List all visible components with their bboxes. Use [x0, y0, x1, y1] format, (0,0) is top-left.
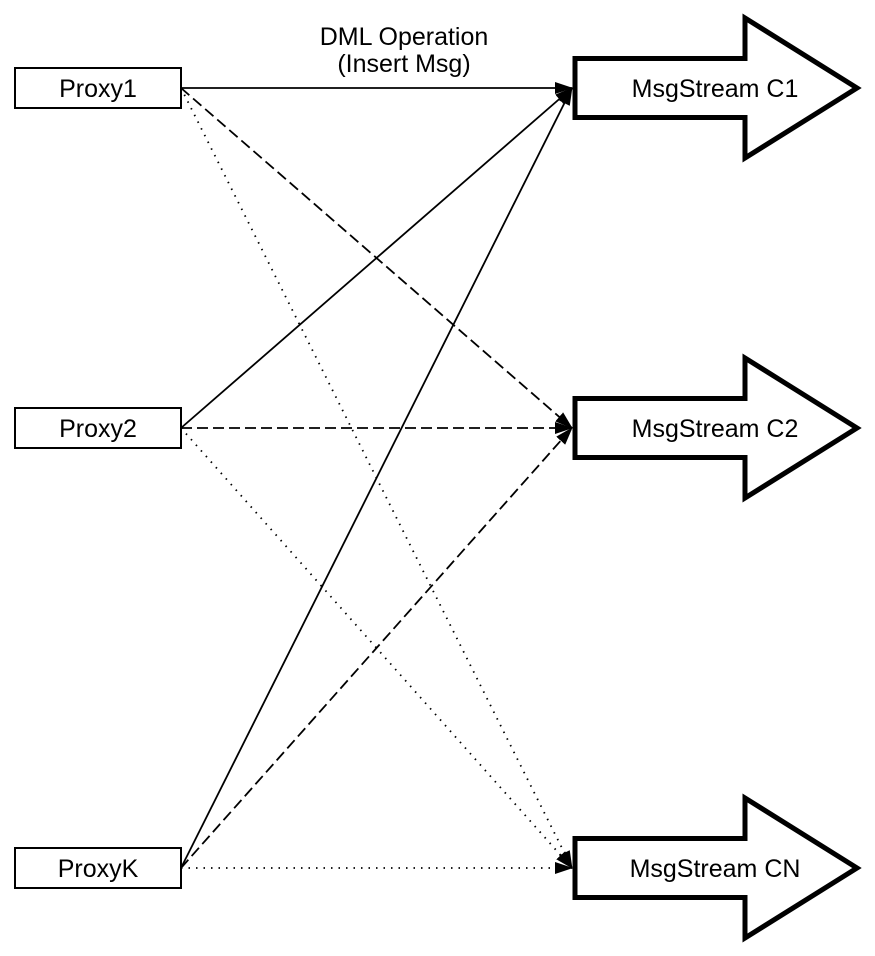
annotation: DML Operation (Insert Msg) — [320, 23, 489, 78]
msgstream-c2-label: MsgStream C2 — [632, 415, 799, 443]
proxy2-label: Proxy2 — [59, 415, 137, 443]
connector-proxy2-cn — [180, 427, 573, 869]
block-arrow-icon — [572, 13, 862, 163]
msgstream-cn-node[interactable]: MsgStream CN — [572, 793, 862, 943]
annotation-line2: (Insert Msg) — [337, 50, 470, 78]
proxyK-node[interactable]: ProxyK — [14, 847, 182, 889]
msgstream-c1-label: MsgStream C1 — [632, 75, 799, 103]
msgstream-cn-label: MsgStream CN — [630, 855, 801, 883]
block-arrow-icon — [572, 793, 862, 943]
msgstream-c1-node[interactable]: MsgStream C1 — [572, 13, 862, 163]
connector-proxy1-c2 — [180, 87, 573, 429]
proxy1-node[interactable]: Proxy1 — [14, 67, 182, 109]
proxy2-node[interactable]: Proxy2 — [14, 407, 182, 449]
connectors — [180, 82, 573, 874]
connector-proxy1-cn — [180, 87, 573, 869]
connector-proxyK-c2 — [180, 427, 573, 869]
proxy1-label: Proxy1 — [59, 75, 137, 103]
proxyK-label: ProxyK — [58, 855, 139, 883]
block-arrow-icon — [572, 353, 862, 503]
msgstream-c2-node[interactable]: MsgStream C2 — [572, 353, 862, 503]
annotation-line1: DML Operation — [320, 23, 489, 51]
